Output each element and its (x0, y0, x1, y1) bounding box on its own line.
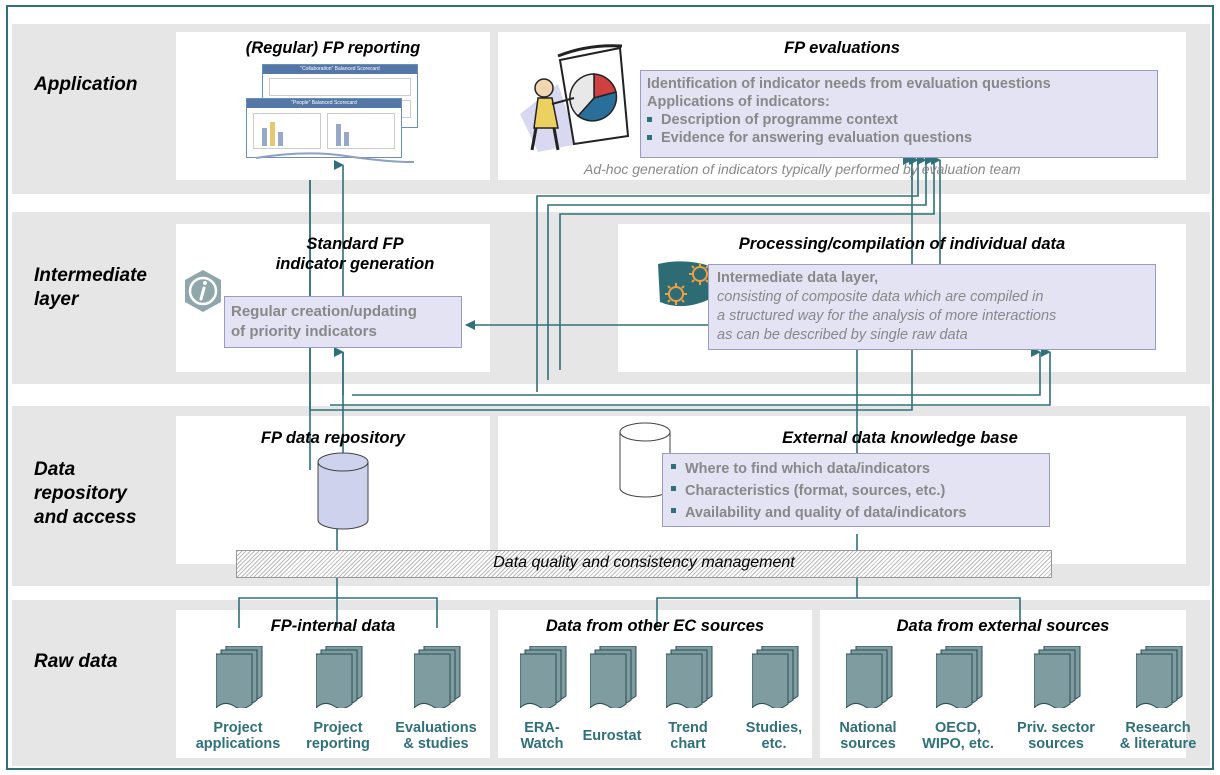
doc-label-evaluations-studies: Evaluations& studies (395, 720, 477, 752)
info-icon (180, 268, 226, 314)
document-stack-icon (936, 646, 983, 708)
document-stack-icon (590, 646, 637, 708)
intermediate-data-box: Intermediate data layer, consisting of c… (708, 264, 1156, 350)
adhoc-note: Ad-hoc generation of indicators typicall… (584, 161, 1021, 177)
presenter-chart-icon (518, 44, 638, 154)
document-stack-icon (414, 646, 461, 708)
data-quality-bar: Data quality and consistency management (236, 550, 1052, 578)
kb-bullet-characteristics: Characteristics (format, sources, etc.) (671, 480, 1041, 502)
kb-cylinder-icon (618, 422, 672, 498)
doc-label-studies-etc: Studies,etc. (745, 720, 803, 752)
thumb-bottom-title: "People" Balanced Scorecard (247, 99, 401, 108)
fp-evaluations-title: FP evaluations (784, 39, 900, 57)
fp-internal-title: FP-internal data (270, 617, 396, 635)
eval-line-1: Identification of indicator needs from e… (647, 76, 1051, 92)
database-cylinder-icon (316, 452, 370, 530)
document-stack-icon (1136, 646, 1183, 708)
external-sources-title: Data from external sources (896, 617, 1110, 635)
document-stack-icon (666, 646, 713, 708)
document-stack-icon (520, 646, 567, 708)
document-stack-icon (752, 646, 799, 708)
doc-label-eurostat: Eurostat (582, 728, 642, 744)
ec-sources-title: Data from other EC sources (545, 617, 765, 635)
evaluation-needs-box: Identification of indicator needs from e… (640, 70, 1158, 158)
row-label-application: Application (34, 74, 138, 95)
fp-repository-title: FP data repository (260, 429, 406, 447)
row-label-raw-data: Raw data (34, 651, 118, 672)
doc-label-oecd-wipo: OECD,WIPO, etc. (922, 720, 994, 752)
fp-reporting-title: (Regular) FP reporting (245, 39, 421, 57)
doc-label-era-watch: ERA-Watch (520, 720, 564, 752)
eval-bullet-context: Description of programme context (647, 111, 1151, 129)
document-stack-icon (316, 646, 363, 708)
kb-bullet-availability: Availability and quality of data/indicat… (671, 502, 1041, 524)
eval-line-2: Applications of indicators: (647, 94, 830, 110)
kb-bullet-where: Where to find which data/indicators (671, 458, 1041, 480)
document-stack-icon (1034, 646, 1081, 708)
priority-indicators-box: Regular creation/updating of priority in… (224, 296, 462, 348)
processing-title: Processing/compilation of individual dat… (738, 235, 1066, 253)
eval-bullet-evidence: Evidence for answering evaluation questi… (647, 129, 1151, 147)
external-kb-title: External data knowledge base (782, 429, 1018, 447)
document-stack-icon (216, 646, 263, 708)
document-stack-icon (846, 646, 893, 708)
thumb-top-title: "Collaboration" Balanced Scorecard (263, 65, 417, 74)
fp-reporting-thumbnail: "Collaboration" Balanced Scorecard "Peop… (246, 64, 418, 168)
gears-icon (654, 258, 716, 310)
external-kb-box: Where to find which data/indicators Char… (662, 453, 1050, 527)
doc-label-research-literature: Research& literature (1119, 720, 1197, 752)
